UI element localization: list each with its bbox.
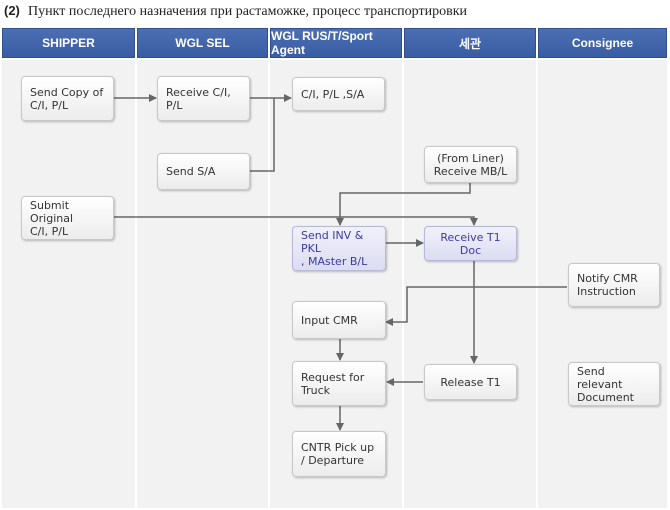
- lane-shipper: [2, 60, 135, 508]
- box-input-cmr: Input CMR: [292, 301, 386, 339]
- arrow-notify-cmr-to-input: [385, 286, 567, 326]
- title-text: Пункт последнего назначения при растамож…: [28, 4, 467, 19]
- box-cntr-pickup: CNTR Pick up / Departure: [292, 431, 386, 477]
- box-send-inv-pkl: Send INV & PKL , MAster B/L: [292, 226, 386, 271]
- lane-header-wgl-sel: WGL SEL: [137, 28, 268, 58]
- diagram-title: (2) Пункт последнего назначения при раст…: [4, 3, 467, 20]
- box-send-copy: Send Copy of C/I, P/L: [21, 76, 114, 121]
- box-receive-ci-pl: Receive C/I, P/L: [157, 76, 250, 121]
- lane-header-customs: 세관: [404, 28, 536, 58]
- box-ci-pl-sa: C/I, P/L ,S/A: [292, 77, 385, 111]
- lane-wgl-sel: [137, 60, 268, 508]
- lane-header-consignee: Consignee: [538, 28, 667, 58]
- lane-header-shipper: SHIPPER: [2, 28, 135, 58]
- box-receive-t1-doc: Receive T1 Doc: [424, 226, 517, 261]
- box-from-liner-receive-mbl: (From Liner) Receive MB/L: [424, 146, 517, 183]
- box-release-t1: Release T1: [424, 364, 517, 400]
- section-number: (2): [4, 3, 20, 18]
- lane-customs: [404, 60, 536, 508]
- box-send-sa: Send S/A: [157, 153, 250, 190]
- arrow-from-liner-to-send-inv: [336, 183, 471, 226]
- lane-header-wgl-rus: WGL RUS/T/Sport Agent: [270, 28, 402, 58]
- arrow-submit-original-to-receive-t1: [114, 216, 478, 226]
- box-submit-original: Submit Original C/I, P/L: [21, 196, 114, 240]
- box-request-truck: Request for Truck: [292, 361, 386, 406]
- box-send-relevant-document: Send relevant Document: [568, 362, 660, 406]
- line-send-sa-up: [250, 98, 275, 172]
- box-notify-cmr: Notify CMR Instruction: [568, 263, 660, 307]
